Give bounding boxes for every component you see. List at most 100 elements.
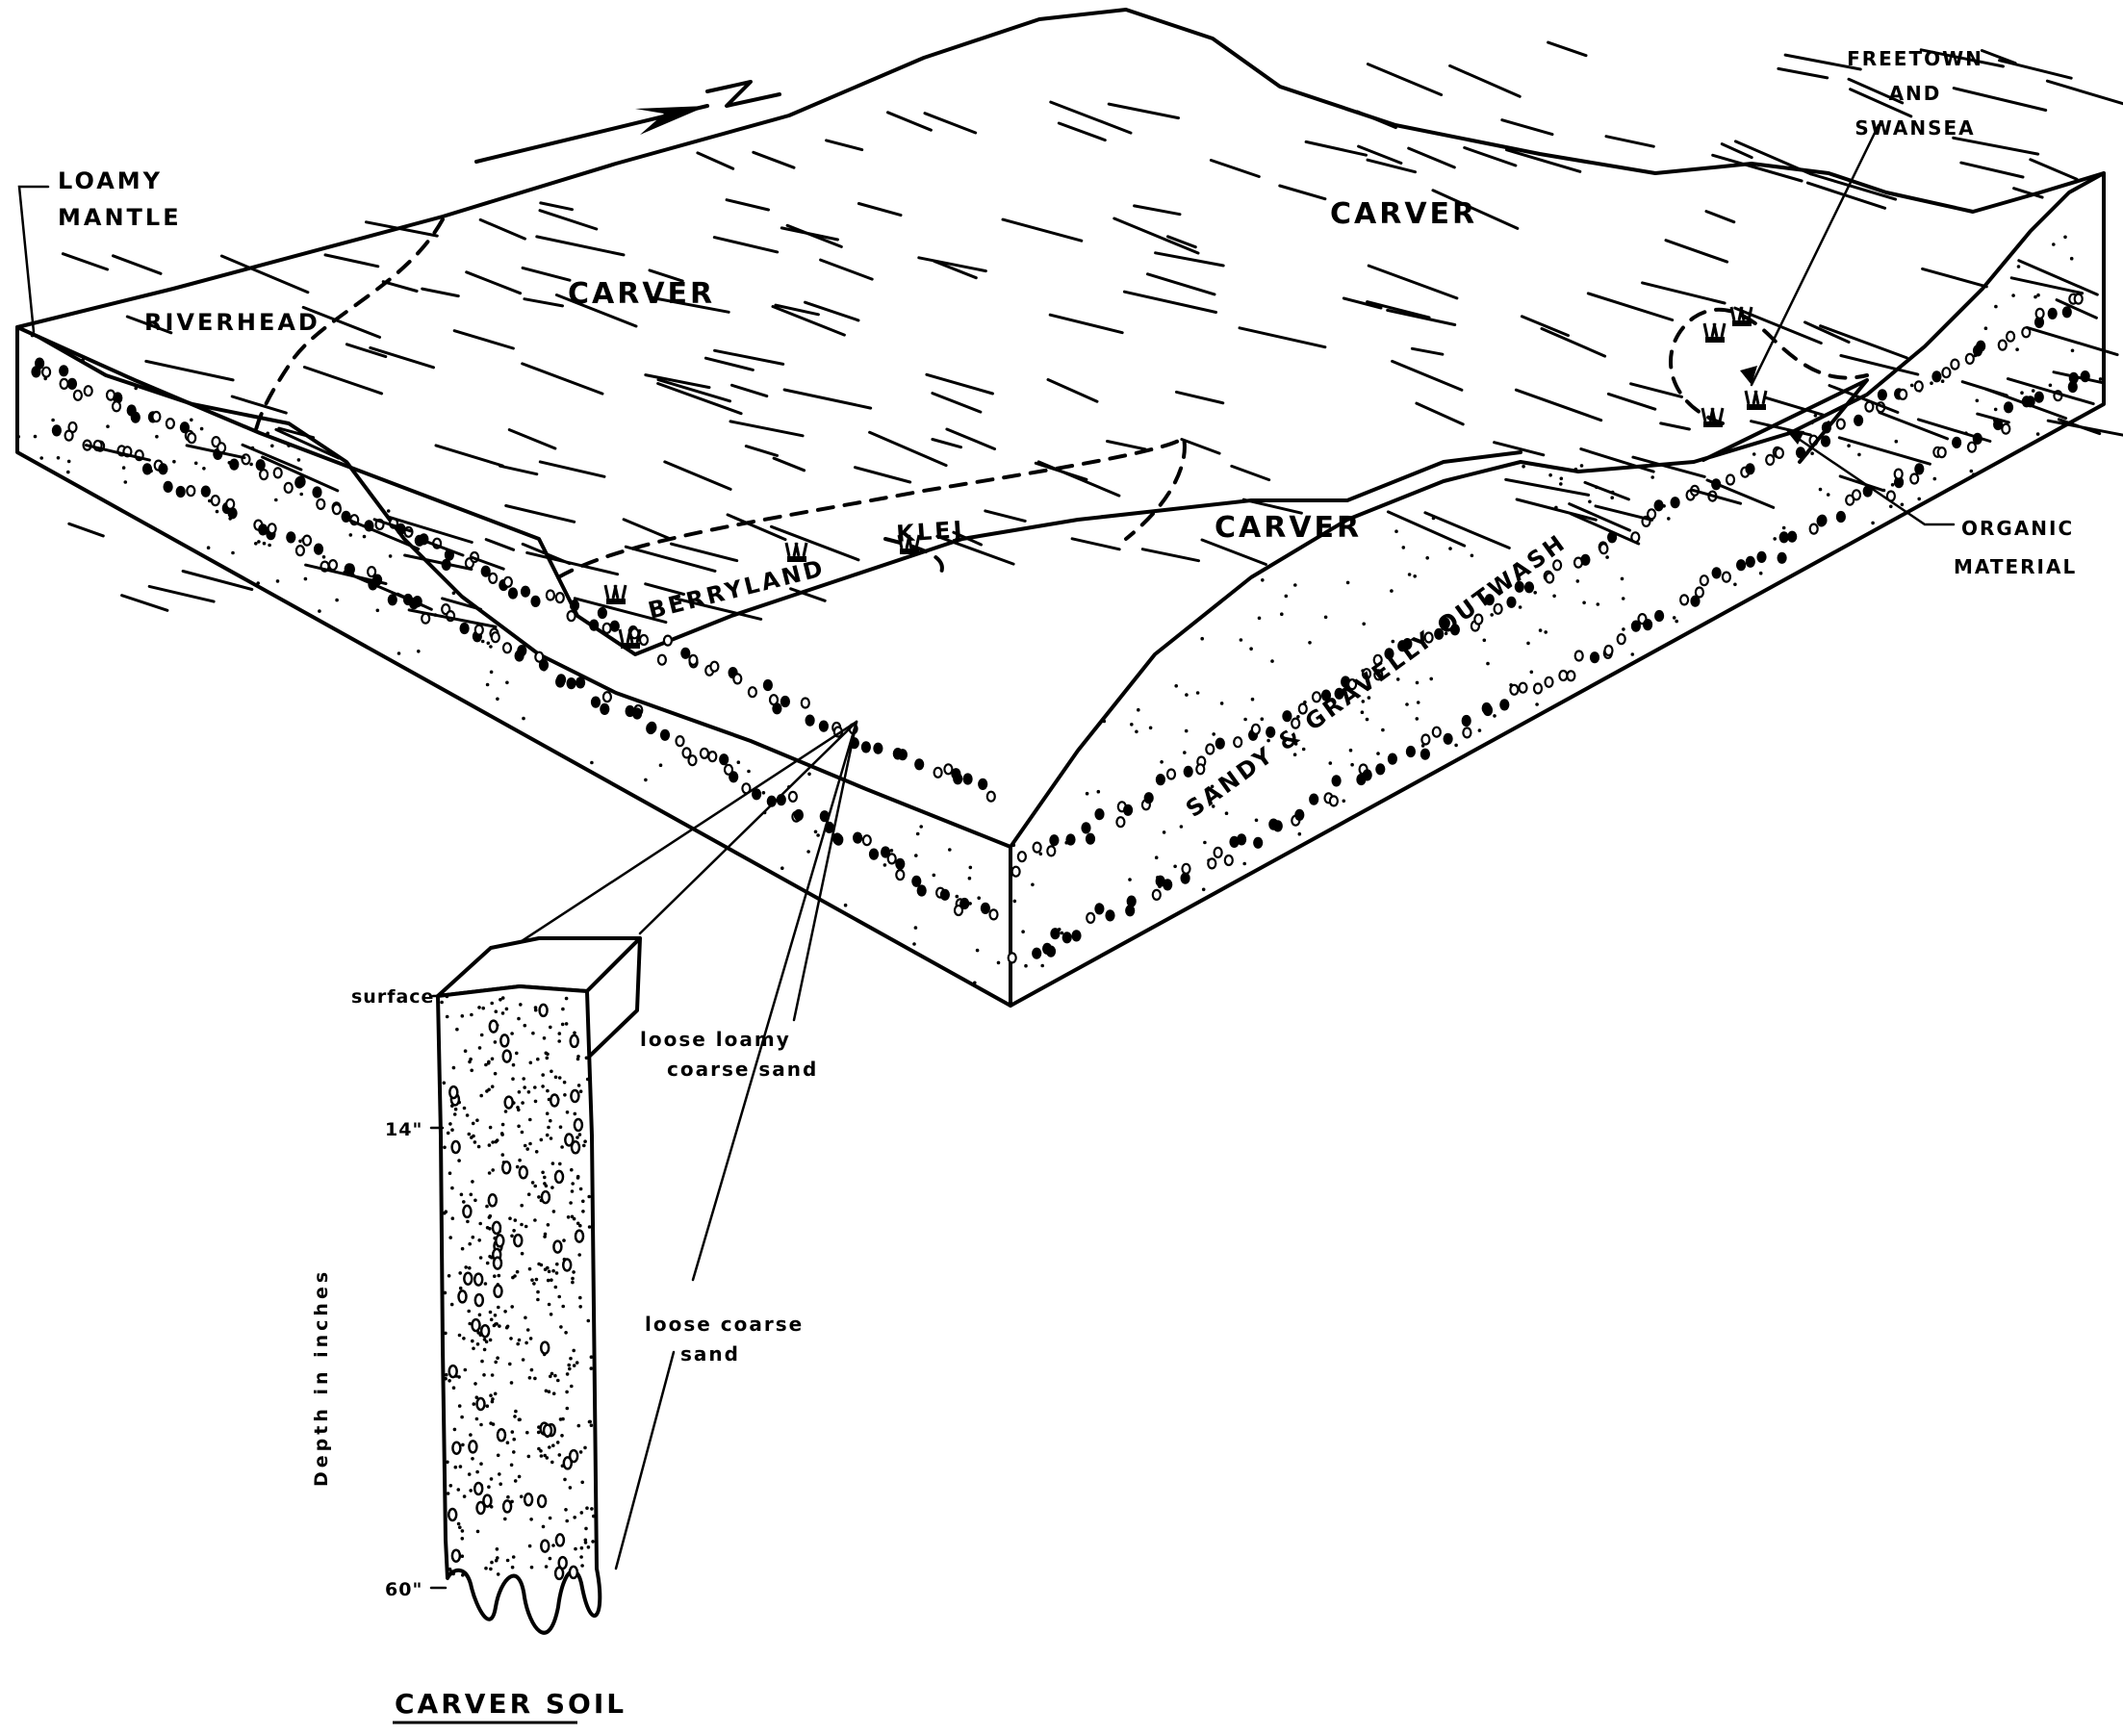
profile-sand-dot xyxy=(576,1057,580,1061)
profile-sand-dot xyxy=(471,1235,475,1239)
sand-dot xyxy=(299,492,304,497)
sand-dot xyxy=(658,763,663,767)
slope-hatch-line xyxy=(1415,401,1465,426)
label-carver-lower: CARVER xyxy=(1215,511,1362,545)
profile-pebble xyxy=(570,1088,580,1104)
profile-sand-dot xyxy=(579,1511,584,1515)
profile-sand-dot xyxy=(469,1489,473,1493)
profile-sand-dot xyxy=(533,1184,537,1188)
sand-dot xyxy=(1575,579,1580,583)
profile-sand-dot xyxy=(510,1305,514,1309)
sand-dot xyxy=(1650,475,1654,479)
profile-sand-dot xyxy=(452,1427,457,1432)
profile-sand-dot xyxy=(582,1143,586,1148)
gravel-pebble xyxy=(313,543,324,555)
label-organic: ORGANIC xyxy=(1961,517,2074,540)
top-surface-outline xyxy=(15,8,2106,329)
sand-dot xyxy=(298,539,302,544)
profile-pebble xyxy=(463,1271,473,1286)
sand-dot xyxy=(1254,818,1259,823)
profile-sand-dot xyxy=(457,1159,461,1162)
profile-sand-dot xyxy=(526,1090,531,1094)
profile-sand-dot xyxy=(572,1348,576,1353)
profile-sand-dot xyxy=(529,1565,534,1570)
gravel-pebble xyxy=(1589,651,1600,664)
profile-sand-dot xyxy=(452,1112,457,1116)
profile-pebble xyxy=(448,1364,458,1379)
profile-sand-dot xyxy=(462,1337,466,1340)
sand-dot xyxy=(123,480,128,484)
profile-sand-dot xyxy=(524,1340,528,1345)
gravel-pebble xyxy=(1050,928,1061,940)
sand-dot xyxy=(275,579,280,583)
sand-dot xyxy=(1871,521,1875,525)
gravel-pebble xyxy=(1375,763,1386,776)
profile-sand-dot xyxy=(508,1362,512,1366)
profile-sand-dot xyxy=(489,1393,493,1397)
profile-sand-dot xyxy=(545,1111,550,1115)
slope-hatch-line xyxy=(535,235,626,257)
profile-sand-dot xyxy=(523,1085,526,1089)
profile-sand-dot xyxy=(563,1093,567,1097)
marsh-plant-blade xyxy=(1701,407,1707,422)
profile-sand-dot xyxy=(503,1110,508,1113)
profile-sand-dot xyxy=(557,1294,561,1299)
gravel-pebble xyxy=(911,875,922,887)
gravel-pebble xyxy=(566,677,576,690)
label-klej: KLEJ xyxy=(895,516,965,548)
gravel-pebble xyxy=(939,888,951,901)
slope-hatch-line xyxy=(84,444,151,462)
gravel-pebble xyxy=(656,653,668,666)
profile-sand-dot xyxy=(534,1150,539,1154)
profile-sand-dot xyxy=(464,1265,469,1269)
figure-title: CARVER SOIL xyxy=(395,1688,627,1720)
slope-hatch-line xyxy=(703,356,755,371)
projection-line-3 xyxy=(792,720,858,1022)
gravel-pebble xyxy=(1155,773,1166,786)
profile-sand-dot xyxy=(496,1356,499,1360)
gravel-pebble xyxy=(762,678,774,692)
profile-sand-dot xyxy=(512,1437,516,1442)
slope-hatch-line xyxy=(1057,121,1107,142)
profile-sand-dot xyxy=(504,1325,509,1330)
profile-sand-dot xyxy=(468,1241,473,1246)
slope-hatch-line xyxy=(663,460,732,491)
gravel-pebble xyxy=(747,686,758,699)
marsh-plant-base xyxy=(900,549,919,554)
slope-hatch-line xyxy=(744,445,779,457)
gravel-pebble xyxy=(1065,833,1076,846)
profile-sand-dot xyxy=(490,1560,494,1565)
profile-pebble xyxy=(518,1165,529,1180)
profile-sand-dot xyxy=(546,1088,550,1093)
profile-sand-dot xyxy=(572,1270,576,1274)
profile-sand-dot xyxy=(494,1139,498,1144)
gravel-pebble xyxy=(1835,418,1846,430)
marsh-plant-blade xyxy=(897,534,904,549)
marsh-plant-blade xyxy=(627,628,634,644)
sand-dot xyxy=(2020,391,2024,396)
profile-sand-dot xyxy=(583,1541,588,1545)
gravel-pebble xyxy=(943,763,954,776)
gravel-pebble xyxy=(1711,567,1722,579)
profile-sand-dot xyxy=(523,1143,527,1148)
sand-dot xyxy=(1909,383,1914,388)
profile-sand-dot xyxy=(553,1285,558,1289)
sand-dot xyxy=(1348,748,1353,753)
sand-dot xyxy=(318,609,321,613)
slope-hatch-line xyxy=(241,443,303,472)
sand-dot xyxy=(1174,684,1178,688)
profile-sand-dot xyxy=(562,1238,566,1242)
sand-dot xyxy=(1533,591,1537,595)
gravel-pebble xyxy=(1236,833,1247,846)
profile-sand-dot xyxy=(485,1204,489,1209)
sand-dot xyxy=(1818,487,1823,492)
gravel-pebble xyxy=(1105,909,1115,922)
profile-sand-dot xyxy=(564,1022,569,1026)
profile-sand-dot xyxy=(500,1133,504,1136)
sand-dot xyxy=(1972,472,1976,477)
profile-sand-dot xyxy=(473,1198,477,1203)
gravel-pebble xyxy=(1745,555,1755,568)
slope-hatch-line xyxy=(1342,296,1383,310)
marsh-plant-blade xyxy=(1702,322,1709,338)
profile-sand-dot xyxy=(495,1547,499,1551)
